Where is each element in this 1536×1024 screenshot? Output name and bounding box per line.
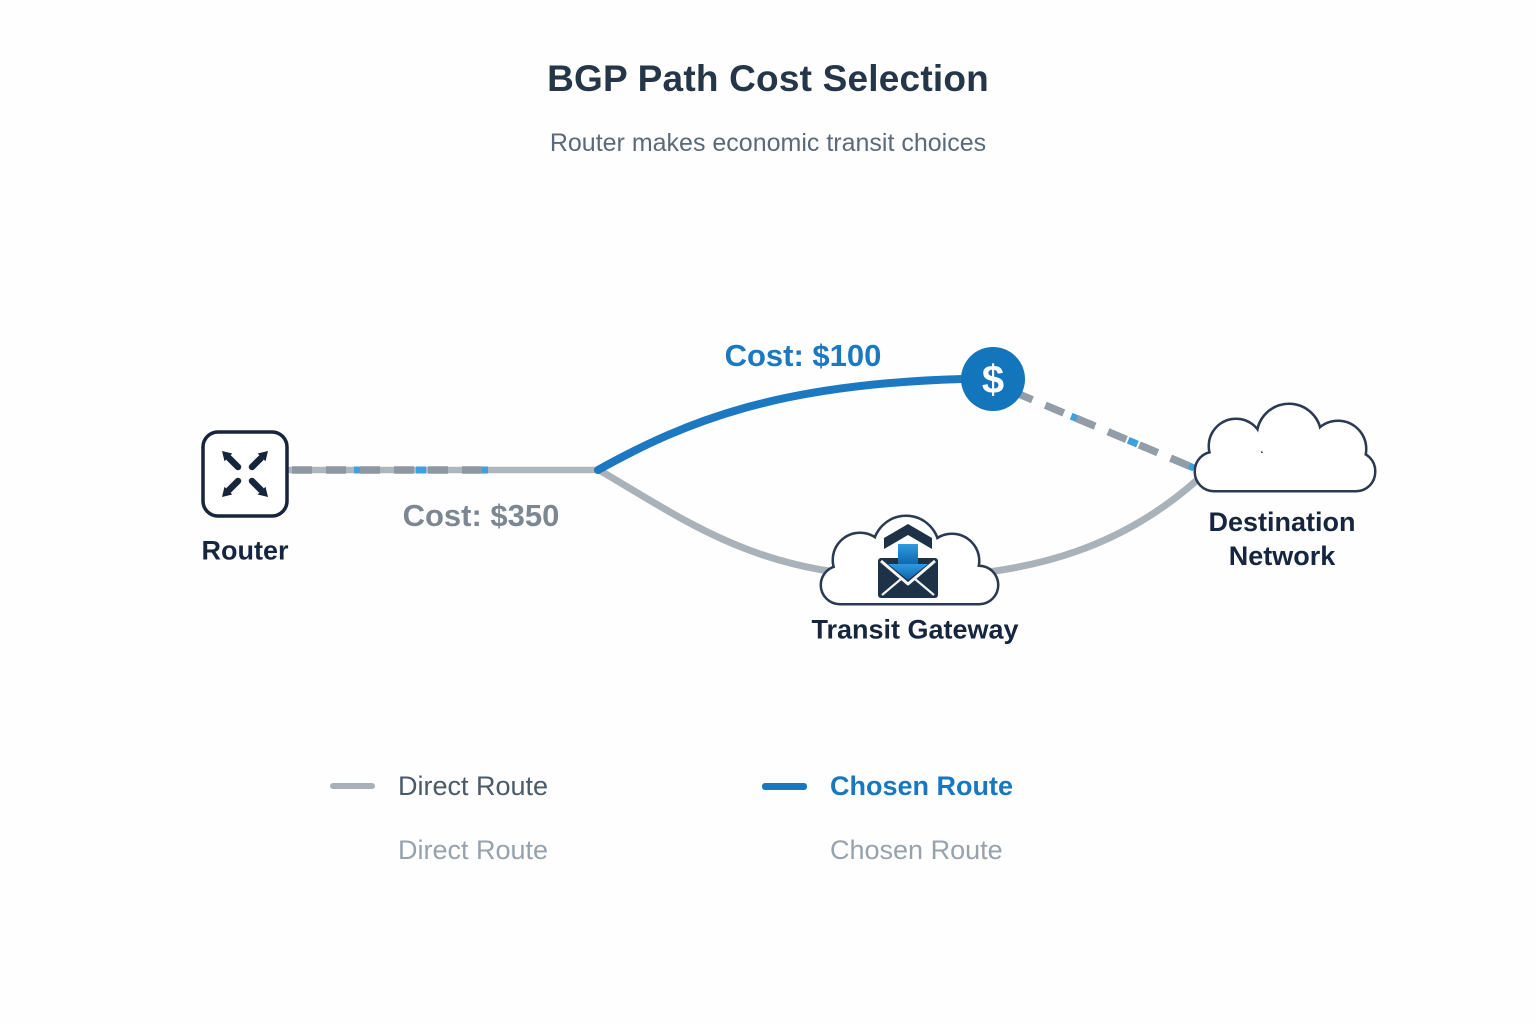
destination-network-label: Destination Network [1208, 507, 1356, 571]
dollar-icon: $ [982, 358, 1004, 402]
dollar-badge: $ [961, 347, 1025, 411]
transit-gateway-label: Transit Gateway [811, 614, 1019, 645]
legend-label-chosen-route: Chosen Route [830, 771, 1014, 801]
legend-item-chosen-route: Chosen Route [762, 772, 1013, 800]
page-title: BGP Path Cost Selection [547, 58, 989, 99]
page-subtitle: Router makes economic transit choices [549, 129, 987, 157]
chosen-route-line [594, 375, 967, 474]
legend-caption-direct-route: Direct Route [398, 835, 549, 865]
legend-item-direct-route: Direct Route [330, 772, 548, 800]
router-label: Router [201, 535, 289, 566]
destination-cloud-icon [1193, 402, 1377, 493]
chosen-route-cost-label: Cost: $100 [724, 338, 882, 373]
chosen-route-swatch [762, 782, 807, 790]
chevron-up-icon [884, 524, 932, 549]
down-arrow-icon [888, 544, 928, 580]
direct-route-cost-label: Cost: $350 [402, 498, 560, 533]
inbox-envelope-icon [878, 524, 938, 598]
router-icon [201, 430, 289, 518]
dollar-badge-circle [961, 347, 1025, 411]
chosen-route-dashed-segment [1012, 388, 1196, 472]
legend-caption-chosen-route: Chosen Route [830, 835, 1003, 865]
legend-label-direct-route: Direct Route [398, 771, 549, 801]
transit-gateway-cloud-icon [819, 514, 1000, 606]
direct-route-swatch [330, 783, 375, 789]
